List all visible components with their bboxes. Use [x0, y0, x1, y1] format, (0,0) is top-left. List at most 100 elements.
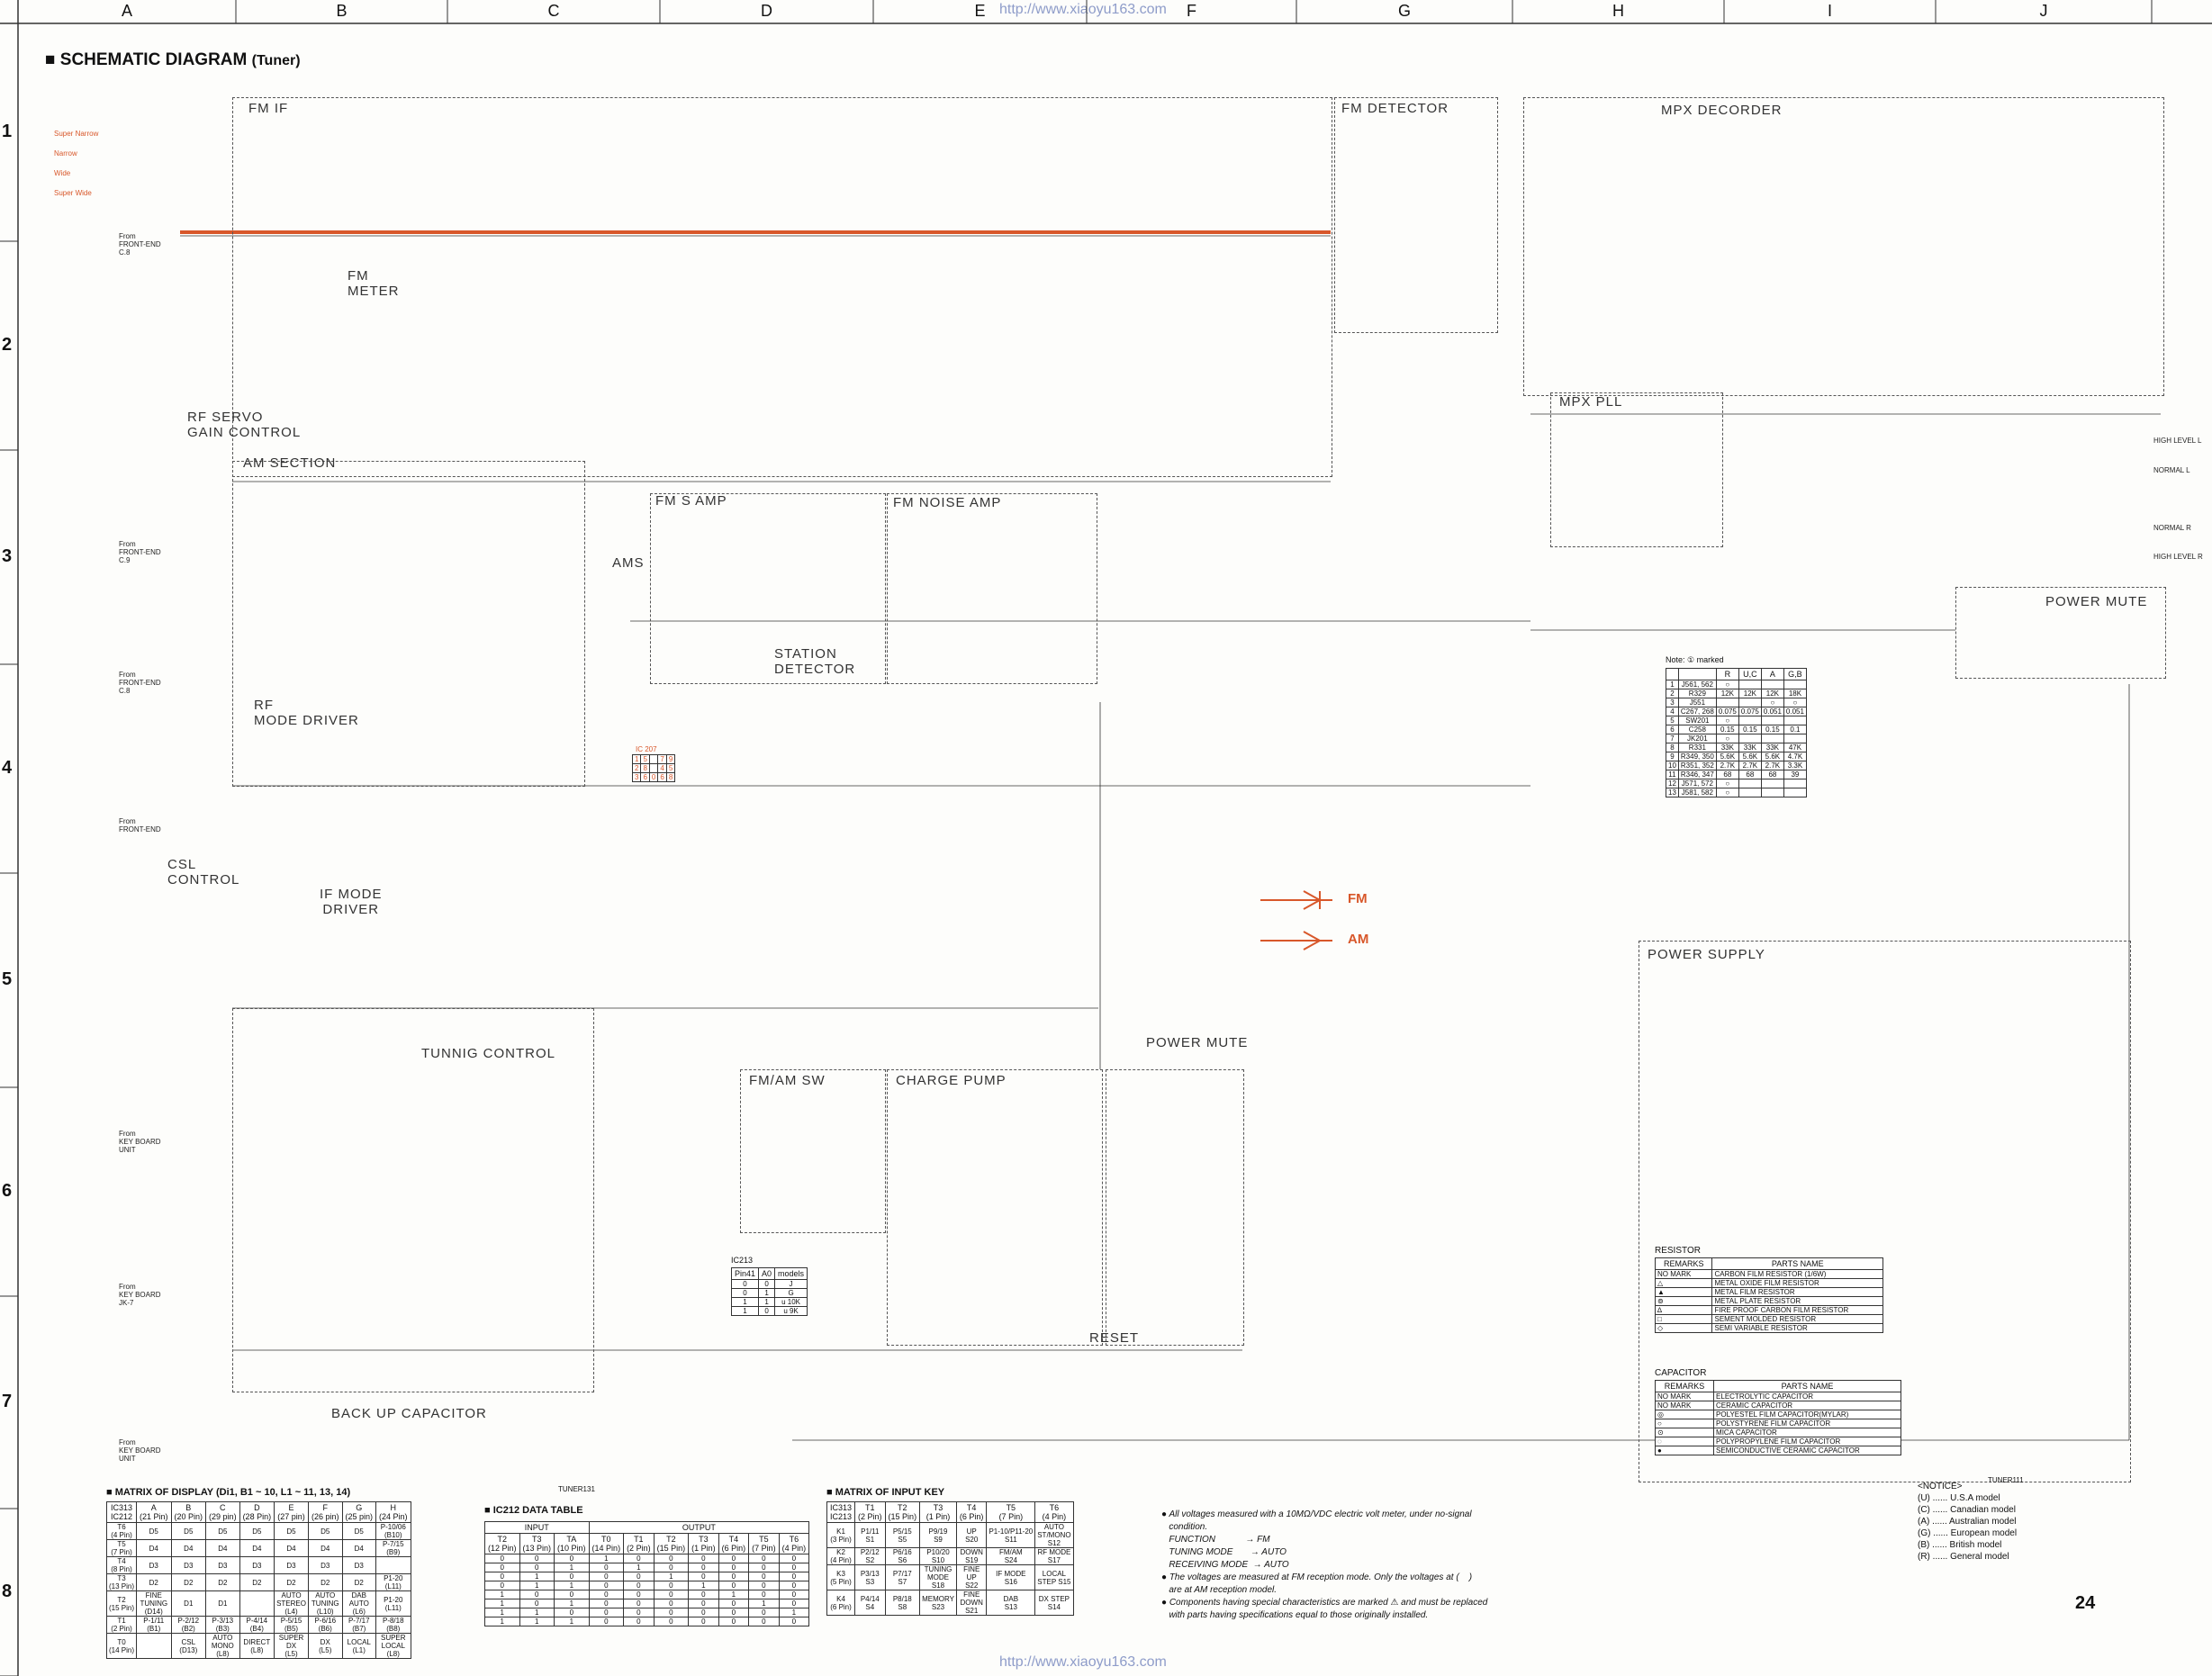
resistor-legend-cell: METAL PLATE RESISTOR — [1711, 1296, 1883, 1306]
matrix-display-cell: P-8/18 (B8) — [375, 1616, 411, 1634]
model-table-cell: 12K — [1738, 689, 1762, 698]
ic207-cell: 0 — [648, 772, 659, 782]
watermark-url-bottom[interactable]: http://www.xiaoyu163.com — [999, 1654, 1167, 1670]
output-label-high-r: HIGH LEVEL R — [2153, 553, 2203, 561]
ic212-cell: 0 — [588, 1608, 625, 1617]
ic213-header-cell: models — [774, 1267, 808, 1280]
model-table-cell — [1783, 779, 1807, 788]
model-table-cell: ○ — [1783, 698, 1807, 707]
matrix-display-cell: D5 — [170, 1522, 207, 1540]
matrix-display-header-cell: C (29 pin) — [205, 1501, 240, 1523]
ic212-cell: 0 — [588, 1572, 625, 1581]
model-table-cell — [1783, 680, 1807, 689]
model-table-cell: 5 — [1666, 716, 1679, 725]
matrix-display-cell: T5 (7 Pin) — [105, 1539, 138, 1557]
resistor-legend-row: ▲METAL FILM RESISTOR — [1654, 1287, 1883, 1297]
ic212-cell: 1 — [484, 1599, 520, 1608]
capacitor-legend-title: CAPACITOR — [1655, 1368, 1707, 1378]
matrix-display-cell: P-5/15 (B5) — [274, 1616, 309, 1634]
model-table-cell: 0.15 — [1738, 725, 1762, 734]
ic212-cell: 0 — [519, 1563, 555, 1572]
model-table-cell: R351, 352 — [1677, 761, 1717, 770]
input-key-cell: FINE UP S22 — [955, 1564, 988, 1590]
matrix-display-cell: D3 — [205, 1556, 240, 1574]
matrix-display-cell: D1 — [205, 1590, 240, 1617]
label-fm-detector: FM DETECTOR — [1341, 101, 1449, 116]
model-table-cell: 47K — [1783, 743, 1807, 752]
ic212-cell: 0 — [588, 1617, 625, 1626]
capacitor-legend-header-cell: REMARKS — [1654, 1380, 1715, 1392]
ic212-cell: 0 — [519, 1554, 555, 1563]
resistor-legend-row: ∆FIRE PROOF CARBON FILM RESISTOR — [1654, 1305, 1883, 1315]
input-key-cell: FINE DOWN S21 — [955, 1590, 988, 1616]
matrix-display-cell: T0 (14 Pin) — [105, 1633, 138, 1659]
matrix-display-header-cell: A (21 Pin) — [136, 1501, 172, 1523]
ic212-header-cell: T5 (7 Pin) — [748, 1533, 780, 1554]
box-fm-am-sw — [740, 1069, 886, 1233]
ic207-cell: 8 — [665, 772, 676, 782]
ic212-cell: 0 — [748, 1554, 780, 1563]
matrix-input-key-title: ■ MATRIX OF INPUT KEY — [826, 1487, 944, 1498]
label-mpx-decorder: MPX DECORDER — [1661, 103, 1783, 118]
model-table-cell: 5.6K — [1738, 752, 1762, 761]
measurement-notes: ● All voltages measured with a 10MΩ/VDC … — [1161, 1509, 1487, 1622]
matrix-display-header-cell: E (27 pin) — [274, 1501, 309, 1523]
model-table-cell: 2.7K — [1715, 761, 1739, 770]
model-table-cell: 7 — [1666, 734, 1679, 743]
model-table-cell: 33K — [1715, 743, 1739, 752]
grid-column-h: H — [1612, 2, 1624, 20]
model-table-cell: 68 — [1760, 770, 1784, 779]
matrix-display-cell: D2 — [274, 1573, 309, 1591]
matrix-display-cell: SUPER LOCAL (L8) — [375, 1633, 411, 1659]
input-key-cell: DAB S13 — [986, 1590, 1036, 1616]
model-note: Note: ① marked — [1666, 655, 1724, 664]
resistor-legend-cell: CARBON FILM RESISTOR (1/6W) — [1711, 1269, 1883, 1279]
matrix-display-cell: D5 — [307, 1522, 343, 1540]
ic212-cell: 1 — [718, 1590, 750, 1599]
model-table-cell: 2.7K — [1760, 761, 1784, 770]
ic212-cell: 0 — [623, 1581, 655, 1590]
watermark-url-top[interactable]: http://www.xiaoyu163.com — [999, 2, 1167, 17]
ic212-cell: 0 — [718, 1599, 750, 1608]
ic213-cell: 1 — [758, 1297, 776, 1307]
matrix-display-cell: D5 — [136, 1522, 172, 1540]
box-fm-if — [232, 97, 1332, 477]
model-table-cell: ○ — [1715, 734, 1739, 743]
ic212-output-group: OUTPUT — [588, 1521, 810, 1534]
model-table-cell: 9 — [1666, 752, 1679, 761]
note-line: are at AM reception model. — [1161, 1585, 1278, 1595]
matrix-display-cell: D4 — [274, 1539, 309, 1557]
model-table-cell: ○ — [1715, 716, 1739, 725]
matrix-display-cell: D3 — [239, 1556, 275, 1574]
grid-row-6: 6 — [2, 1181, 13, 1201]
model-table-cell — [1738, 680, 1762, 689]
capacitor-legend-cell: SEMICONDUCTIVE CERAMIC CAPACITOR — [1713, 1446, 1901, 1455]
capacitor-legend-cell: NO MARK — [1654, 1392, 1715, 1401]
grid-column-a: A — [121, 2, 132, 20]
ic207-cell: 5 — [640, 754, 650, 764]
ic212-cell: 0 — [718, 1608, 750, 1617]
label-fm-am-sw: FM/AM SW — [749, 1073, 826, 1088]
ic212-cell: 0 — [778, 1554, 810, 1563]
resistor-legend-cell: ⊚ — [1654, 1296, 1713, 1306]
model-table-cell: SW201 — [1677, 716, 1717, 725]
tuner-label-left: TUNER131 — [558, 1485, 595, 1493]
ic212-cell: 1 — [519, 1572, 555, 1581]
ic212-cell: 0 — [484, 1563, 520, 1572]
label-charge-pump: CHARGE PUMP — [896, 1073, 1007, 1088]
resistor-legend-cell: METAL FILM RESISTOR — [1711, 1287, 1883, 1297]
model-table-cell: 0.075 — [1738, 707, 1762, 716]
ic212-title: ■ IC212 DATA TABLE — [484, 1505, 583, 1516]
notice-line: (B) ...... British model — [1918, 1540, 2002, 1550]
model-table-cell — [1738, 734, 1762, 743]
ic212-title-text: IC212 DATA TABLE — [492, 1505, 583, 1516]
matrix-display-header-cell: B (20 Pin) — [170, 1501, 207, 1523]
ic212-header-cell: T2 (12 Pin) — [484, 1533, 520, 1554]
resistor-legend-cell: ◇ — [1654, 1323, 1713, 1333]
box-am-section — [232, 461, 585, 787]
